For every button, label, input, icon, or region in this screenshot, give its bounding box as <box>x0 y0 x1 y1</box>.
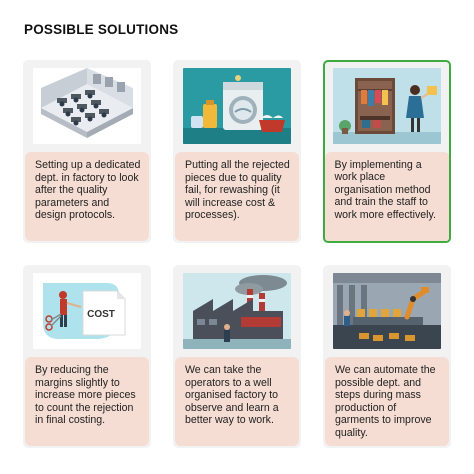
factory-visit-illustration <box>183 273 291 349</box>
card-caption: Putting all the rejected pieces due to q… <box>175 152 299 241</box>
solution-card-automation[interactable]: We can automate the possible dept. and s… <box>323 265 451 448</box>
laundry-washing-machine-illustration <box>183 68 291 144</box>
card-caption: By reducing the margins slightly to incr… <box>25 357 149 446</box>
organised-wardrobe-illustration <box>332 67 441 144</box>
card-caption: Setting up a dedicated dept. in factory … <box>25 152 149 241</box>
page-title: POSSIBLE SOLUTIONS <box>24 22 179 37</box>
solution-card-factory-visit[interactable]: We can take the operators to a well orga… <box>173 265 301 448</box>
cost-cutting-scissors-illustration: COST <box>33 273 141 349</box>
solution-card-reduce-margins[interactable]: COST By reducing the margins slightly to… <box>23 265 151 448</box>
office-department-illustration <box>33 68 141 144</box>
solution-card-rewashing[interactable]: Putting all the rejected pieces due to q… <box>173 60 301 243</box>
solution-card-dedicated-dept[interactable]: Setting up a dedicated dept. in factory … <box>23 60 151 243</box>
cost-label: COST <box>87 309 115 320</box>
card-caption: We can automate the possible dept. and s… <box>325 357 449 446</box>
automated-production-line-illustration <box>333 273 441 349</box>
solution-card-workplace-organisation[interactable]: By implementing a work place organisatio… <box>323 60 451 243</box>
card-caption: By implementing a work place organisatio… <box>325 151 449 241</box>
card-caption: We can take the operators to a well orga… <box>175 357 299 446</box>
